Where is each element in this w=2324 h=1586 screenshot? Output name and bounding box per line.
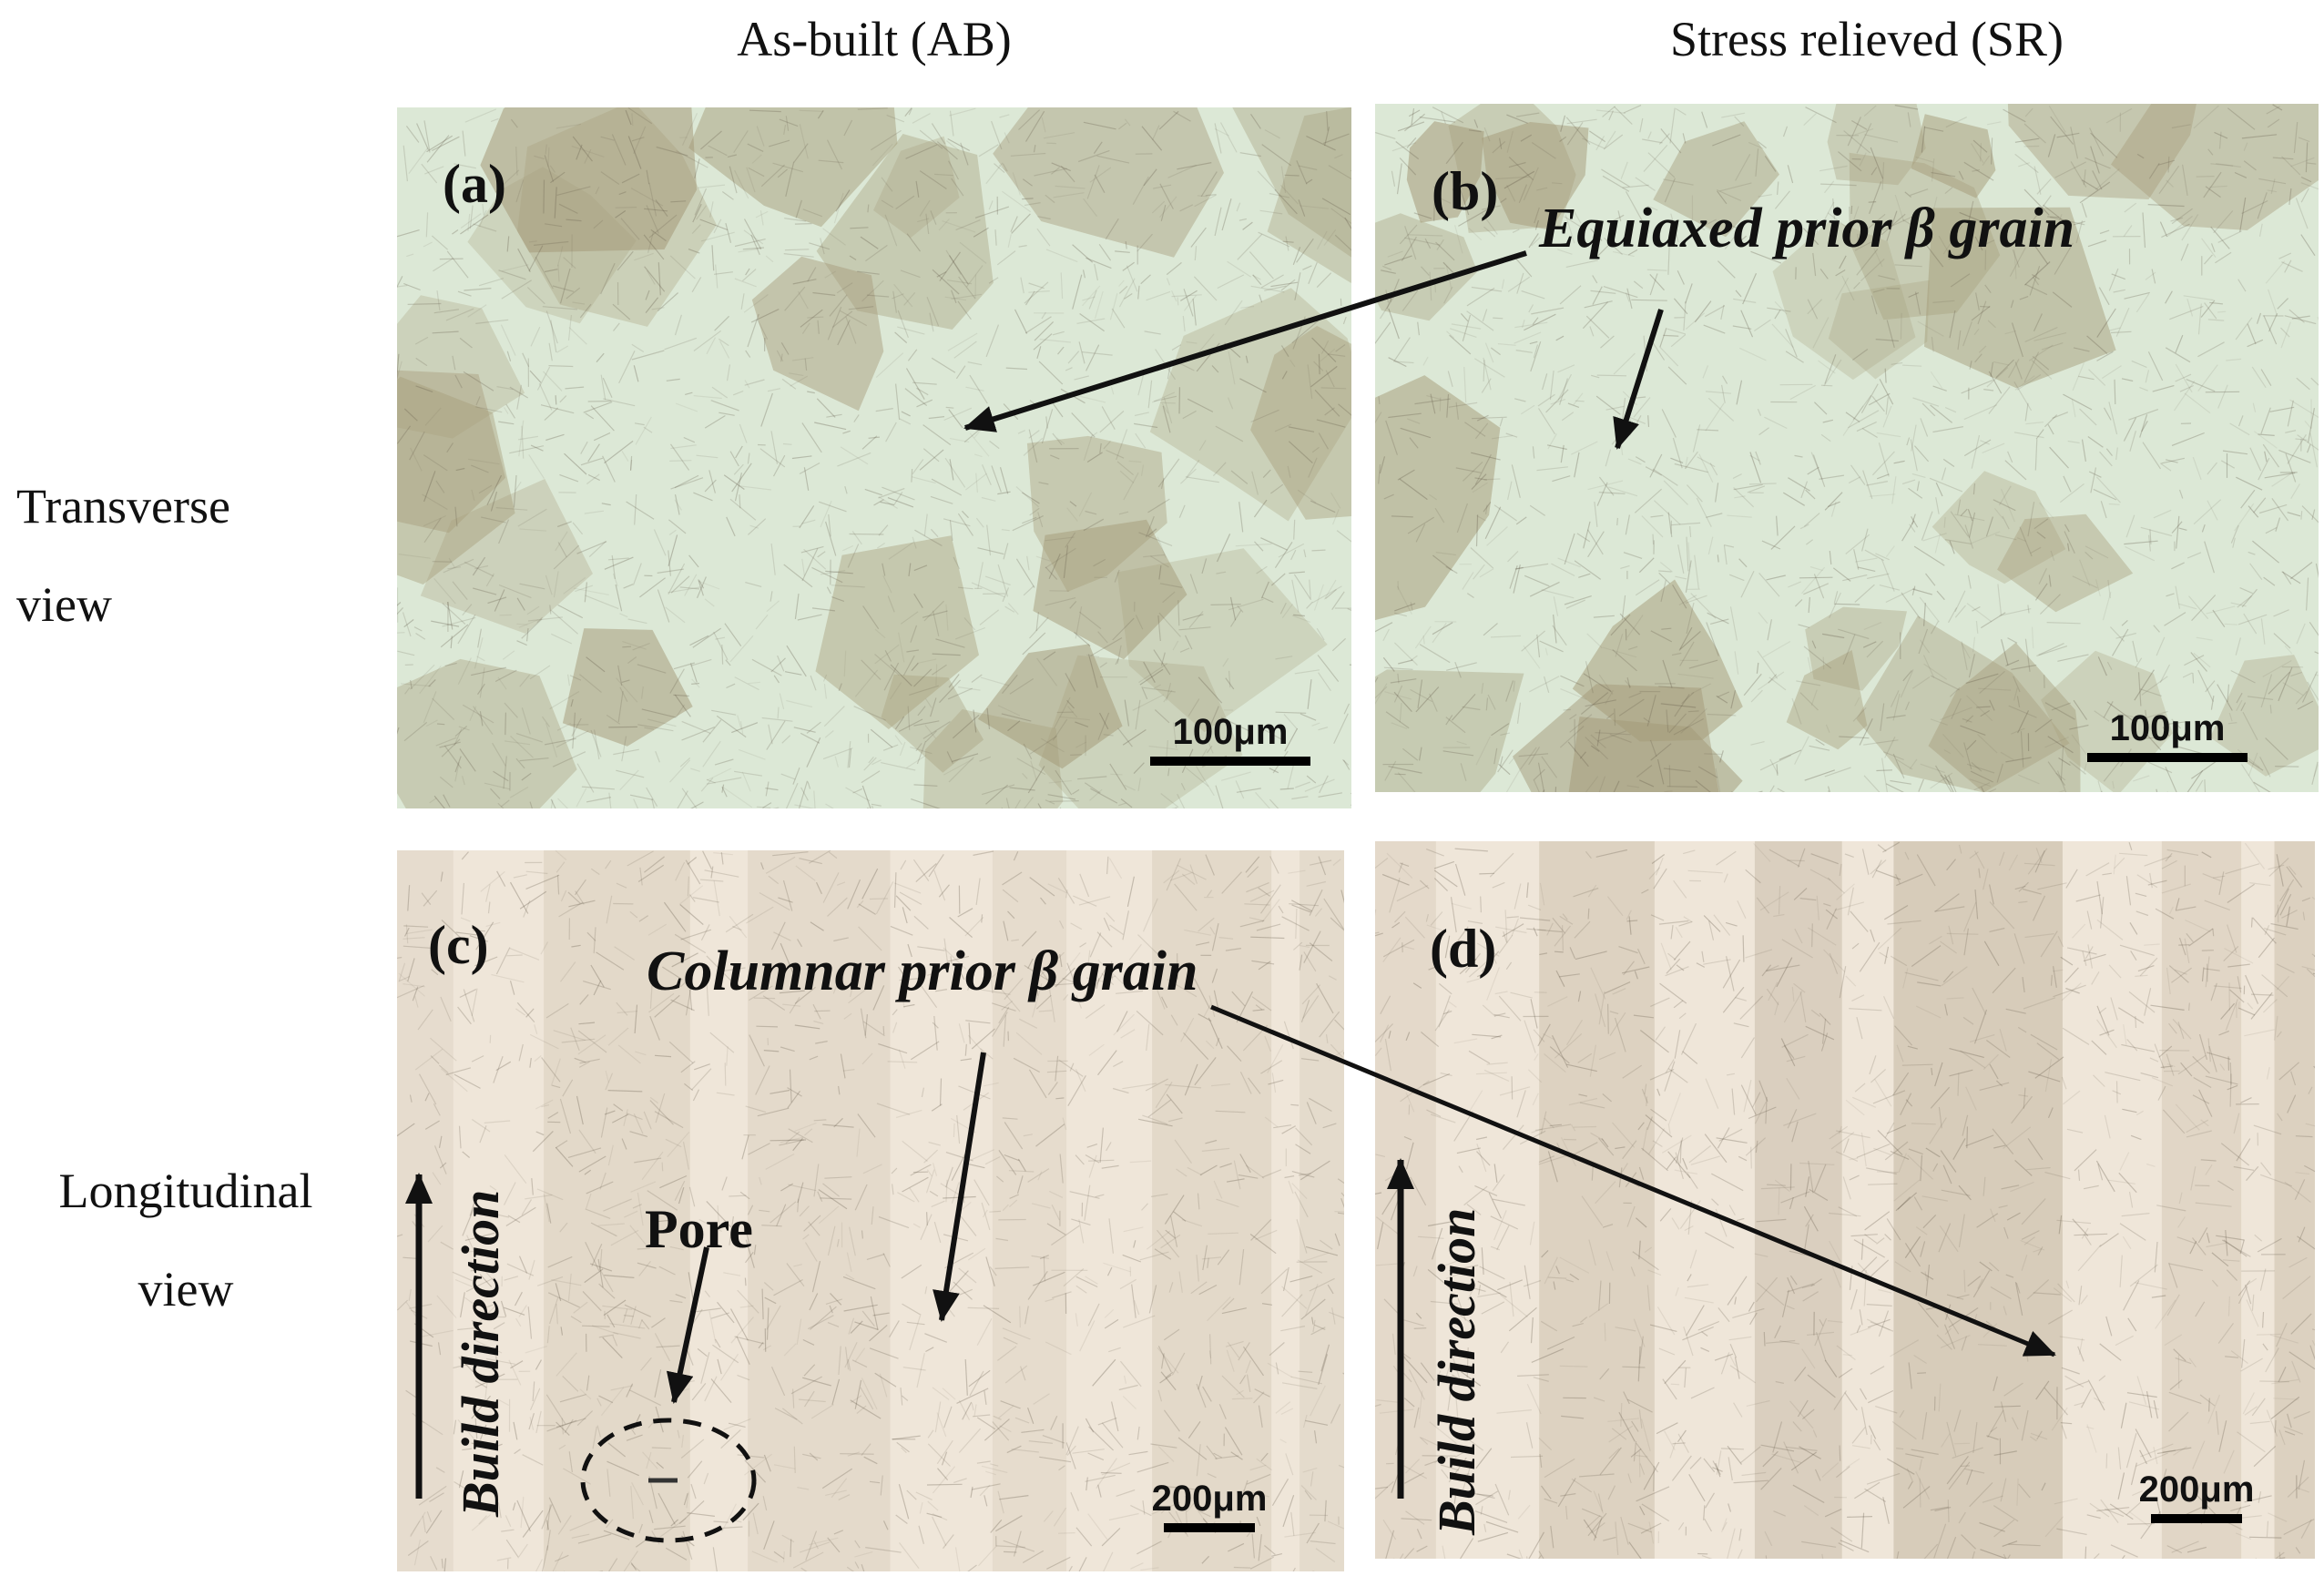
scale-bar-b-line — [2087, 753, 2248, 762]
micrograph-texture-c — [397, 850, 1344, 1571]
row-header-longitudinal-line2: view — [138, 1262, 234, 1317]
column-header-stress-relieved: Stress relieved (SR) — [1670, 12, 2064, 66]
row-header-transverse-line1: Transverse — [16, 479, 230, 534]
scale-bar-b-text: 100μm — [2109, 708, 2226, 748]
scale-bar-d-text: 200μm — [2138, 1469, 2255, 1510]
panel-label-d: (d) — [1430, 919, 1497, 979]
row-header-transverse-line2: view — [16, 577, 112, 632]
micrograph-panel-c: (c) 200μm — [397, 850, 1344, 1571]
build-direction-label-c: Build direction — [451, 1189, 510, 1517]
micrograph-panel-b: (b) 100μm — [1375, 104, 2319, 792]
row-header-transverse: Transverse view — [16, 457, 290, 654]
row-header-longitudinal: Longitudinal view — [13, 1142, 359, 1338]
scale-bar-d-line — [2151, 1514, 2242, 1523]
micrograph-panel-a: (a) 100μm — [397, 107, 1351, 808]
scale-bar-a-text: 100μm — [1172, 712, 1289, 752]
scale-bar-a-line — [1150, 757, 1310, 766]
scale-bar-b: 100μm — [2081, 708, 2254, 762]
annotation-equiaxed-prior-beta-grain: Equiaxed prior β grain — [1539, 198, 2075, 259]
build-direction-label-d: Build direction — [1427, 1207, 1486, 1535]
panel-label-c: (c) — [428, 915, 489, 975]
column-header-as-built: As-built (AB) — [737, 12, 1012, 66]
micrograph-panel-d: (d) 200μm — [1375, 841, 2315, 1559]
micrograph-texture-a — [397, 107, 1351, 808]
annotation-pore: Pore — [645, 1199, 753, 1259]
scale-bar-c-line — [1164, 1523, 1255, 1532]
scale-bar-a: 100μm — [1144, 712, 1317, 766]
panel-label-b: (b) — [1432, 161, 1499, 221]
annotation-columnar-prior-beta-grain: Columnar prior β grain — [647, 940, 1198, 1002]
micrograph-texture-d — [1375, 841, 2315, 1559]
scale-bar-d: 200μm — [2124, 1469, 2269, 1523]
scale-bar-c-text: 200μm — [1151, 1479, 1268, 1519]
micrograph-texture-b — [1375, 104, 2319, 792]
panel-label-a: (a) — [443, 154, 506, 214]
row-header-longitudinal-line1: Longitudinal — [58, 1164, 313, 1218]
scale-bar-c: 200μm — [1137, 1479, 1282, 1532]
